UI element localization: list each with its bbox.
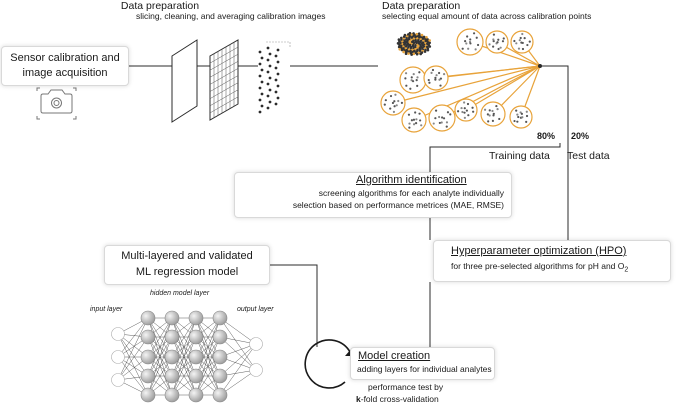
sensor-line2: image acquisition <box>22 67 108 79</box>
creation-subtitle: adding layers for individual analytes <box>357 364 492 374</box>
train-label: Training data <box>489 150 550 162</box>
hpo-box: Hyperparameter optimization (HPO) for th… <box>433 240 671 282</box>
test-pct: 20% <box>571 131 590 141</box>
training-branch-line <box>429 143 561 172</box>
input-layer-label: input layer <box>90 306 123 313</box>
model-to-creation-line <box>268 264 318 347</box>
algorithm-box: Algorithm identification screening algor… <box>234 172 512 218</box>
image-grid-plane <box>209 39 239 121</box>
sensor-box: Sensor calibration and image acquisition <box>1 46 129 86</box>
creation-title: Model creation <box>358 350 431 362</box>
camera-icon <box>36 87 77 120</box>
train-pct: 80% <box>537 131 556 141</box>
hpo-text-main: for three pre-selected algorithms for pH… <box>451 261 625 271</box>
model-line2: ML regression model <box>135 266 239 278</box>
perf-line1: performance test by <box>368 382 444 392</box>
perf-k: k <box>356 394 361 404</box>
flow-line-hub-split <box>540 65 569 147</box>
model-box: Multi-layered and validated ML regressio… <box>104 245 270 285</box>
model-creation-box: Model creation adding layers for individ… <box>350 347 495 380</box>
test-label: Test data <box>567 150 610 162</box>
model-line1: Multi-layered and validated <box>121 250 253 262</box>
prep1-subtitle: slicing, cleaning, and averaging calibra… <box>136 11 326 21</box>
hpo-text: for three pre-selected algorithms for pH… <box>451 261 629 275</box>
perf-line2: k-fold cross-validation <box>356 394 439 405</box>
image-slice-plane <box>171 39 198 123</box>
prep2-title: Data preparation <box>382 0 461 12</box>
prep2-subtitle: selecting equal amount of data across ca… <box>382 11 592 21</box>
dot-column-bracket <box>266 41 291 48</box>
hpo-title: Hyperparameter optimization (HPO) <box>451 245 627 257</box>
perf-line2-rest: -fold cross-validation <box>360 394 439 404</box>
prep1-title: Data preparation <box>120 0 200 12</box>
calibration-selection-cluster <box>380 28 542 133</box>
algo-line2: selection based on performance metrices … <box>292 200 504 210</box>
algo-title: Algorithm identification <box>356 174 467 186</box>
hidden-layer-label: hidden model layer <box>150 290 210 297</box>
sensor-line1: Sensor calibration and <box>10 52 120 64</box>
hpo-text-sub: 2 <box>624 266 629 274</box>
test-branch-line <box>514 147 569 256</box>
output-layer-label: output layer <box>237 306 274 313</box>
neural-network-diagram <box>111 310 263 403</box>
averaged-data-points <box>258 46 280 114</box>
algo-line1: screening algorithms for each analyte in… <box>318 188 504 198</box>
